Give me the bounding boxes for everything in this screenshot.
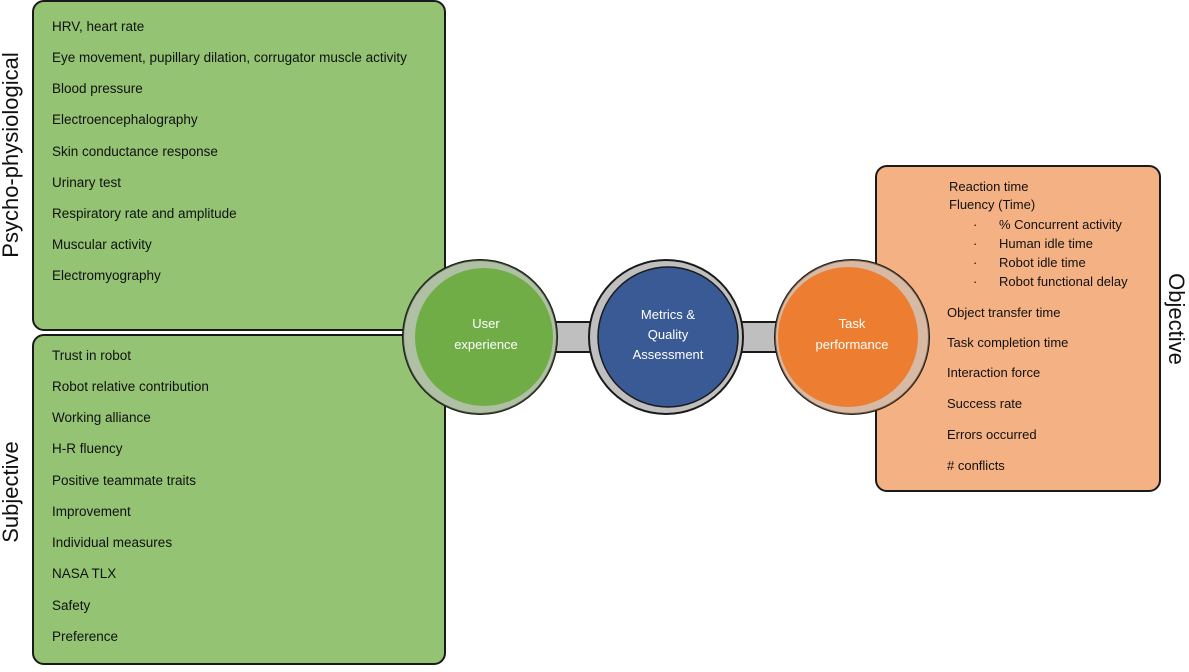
- user-experience-line2: experience: [454, 337, 518, 352]
- metrics-line3: Assessment: [633, 347, 704, 362]
- user-experience-line1: User: [472, 316, 500, 331]
- objective-item: Success rate: [947, 396, 1023, 411]
- list-item: H-R fluency: [52, 441, 123, 456]
- list-item: Trust in robot: [52, 348, 132, 363]
- objective-item: Object transfer time: [947, 305, 1061, 320]
- bullet-icon: ·: [973, 217, 978, 232]
- user-experience-node: User experience: [402, 259, 558, 415]
- list-item: Robot relative contribution: [52, 379, 209, 394]
- objective-item: # conflicts: [947, 458, 1005, 473]
- subjective-box: Trust in robot Robot relative contributi…: [32, 334, 446, 665]
- objective-item: Fluency (Time): [949, 197, 1036, 212]
- list-item: Working alliance: [52, 410, 151, 425]
- list-item: Respiratory rate and amplitude: [52, 206, 237, 221]
- task-performance-line2: performance: [816, 337, 889, 352]
- list-item: Preference: [52, 629, 119, 644]
- task-performance-node: Task performance: [774, 259, 930, 415]
- list-item: NASA TLX: [52, 566, 117, 581]
- metrics-quality-node: Metrics & Quality Assessment: [588, 259, 744, 415]
- objective-item: Errors occurred: [947, 427, 1037, 442]
- fluency-sub-item: Human idle time: [999, 236, 1093, 251]
- list-item: Urinary test: [52, 175, 122, 190]
- objective-item: Reaction time: [949, 179, 1029, 194]
- bullet-icon: ·: [973, 255, 978, 270]
- task-performance-line1: Task: [839, 316, 866, 331]
- list-item: Eye movement, pupillary dilation, corrug…: [52, 50, 407, 65]
- fluency-sub-item: % Concurrent activity: [999, 217, 1122, 232]
- list-item: Muscular activity: [52, 237, 152, 252]
- list-item: HRV, heart rate: [52, 19, 145, 34]
- fluency-sub-item: Robot idle time: [999, 255, 1086, 270]
- list-item: Individual measures: [52, 535, 173, 550]
- list-item: Blood pressure: [52, 81, 143, 96]
- list-item: Electromyography: [52, 268, 161, 283]
- psycho-physiological-box: HRV, heart rate Eye movement, pupillary …: [32, 0, 446, 331]
- metrics-line1: Metrics &: [641, 307, 696, 322]
- list-item: Positive teammate traits: [52, 473, 197, 488]
- bullet-icon: ·: [973, 236, 978, 251]
- objective-item: Task completion time: [947, 335, 1069, 350]
- list-item: Safety: [52, 598, 91, 613]
- list-item: Skin conductance response: [52, 144, 218, 159]
- objective-item: Interaction force: [947, 365, 1041, 380]
- list-item: Improvement: [52, 504, 131, 519]
- list-item: Electroencephalography: [52, 112, 198, 127]
- bullet-icon: ·: [973, 274, 978, 289]
- fluency-sub-item: Robot functional delay: [999, 274, 1128, 289]
- metrics-line2: Quality: [648, 327, 689, 342]
